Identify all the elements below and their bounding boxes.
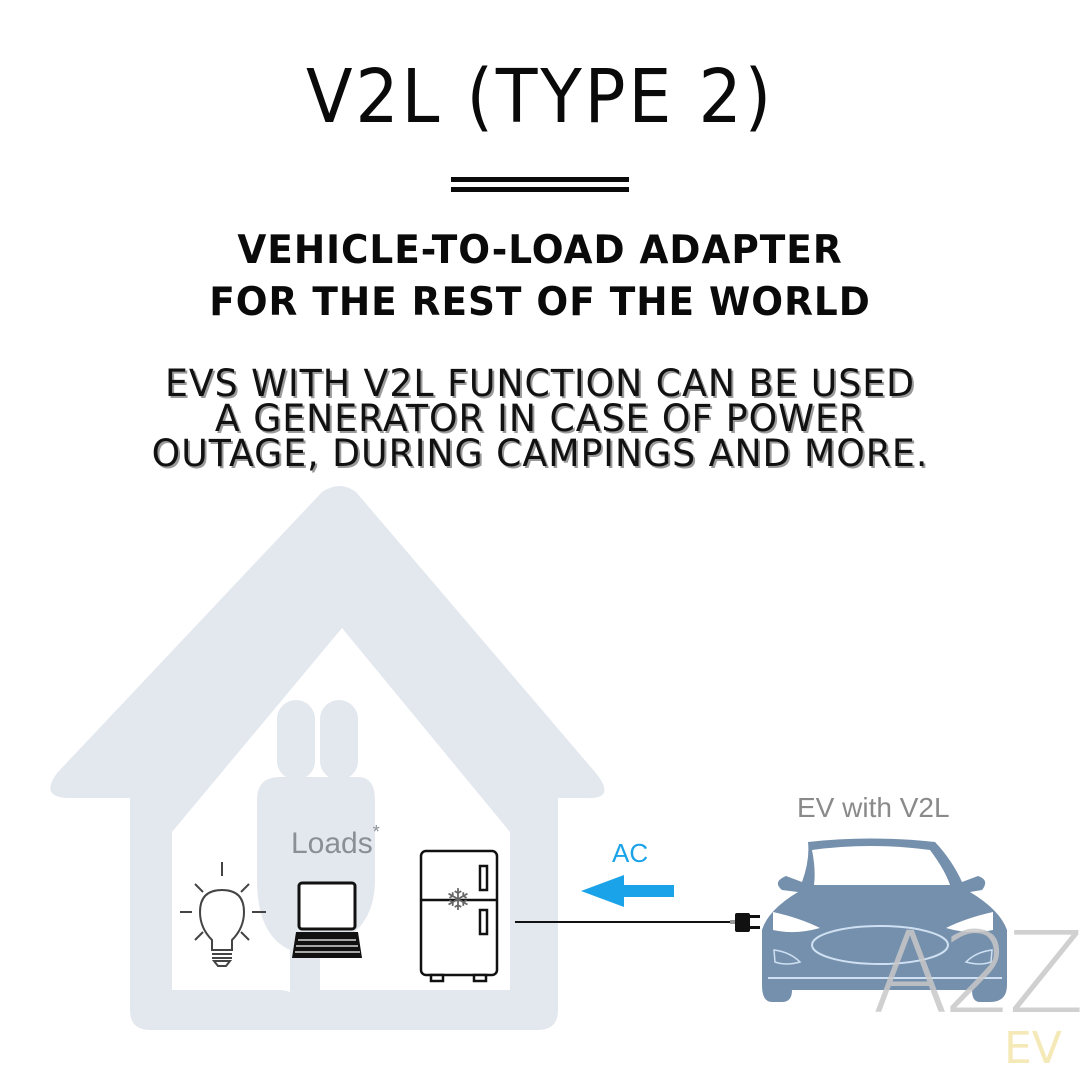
watermark-sub: EV: [1004, 1023, 1062, 1074]
laptop-icon: [292, 881, 362, 958]
description-line-2: A GENERATOR IN CASE OF POWER: [214, 397, 866, 440]
snowflake-icon: ❄: [445, 883, 470, 918]
ac-label: AC: [612, 838, 649, 868]
subtitle: VEHICLE-TO-LOAD ADAPTER FOR THE REST OF …: [22, 225, 1059, 329]
watermark-logo: A2Z: [872, 909, 1080, 1039]
plug-icon: [257, 700, 375, 1030]
arrow-left-icon: [581, 875, 674, 907]
description-line-3: OUTAGE, DURING CAMPINGS AND MORE.: [151, 432, 929, 475]
loads-footnote: *: [372, 822, 380, 842]
light-bulb-icon: [180, 862, 266, 967]
loads-label: Loads*: [291, 822, 380, 861]
ev-label: EV with V2L: [797, 792, 950, 823]
car-icon: [762, 838, 1007, 1002]
page-title: V2L (TYPE 2): [306, 54, 774, 140]
title-divider-top: [451, 177, 629, 182]
description: EVS WITH V2L FUNCTION CAN BE USED A GENE…: [11, 362, 1069, 475]
loads-text: Loads: [291, 827, 373, 860]
subtitle-line-1: VEHICLE-TO-LOAD ADAPTER: [237, 228, 843, 273]
subtitle-line-2: FOR THE REST OF THE WORLD: [209, 280, 871, 325]
refrigerator-icon: [419, 849, 499, 983]
power-plug-icon: [730, 913, 760, 932]
description-line-1: EVS WITH V2L FUNCTION CAN BE USED: [164, 362, 916, 405]
house-icon: [50, 486, 605, 1030]
title-divider-bottom: [451, 187, 629, 192]
